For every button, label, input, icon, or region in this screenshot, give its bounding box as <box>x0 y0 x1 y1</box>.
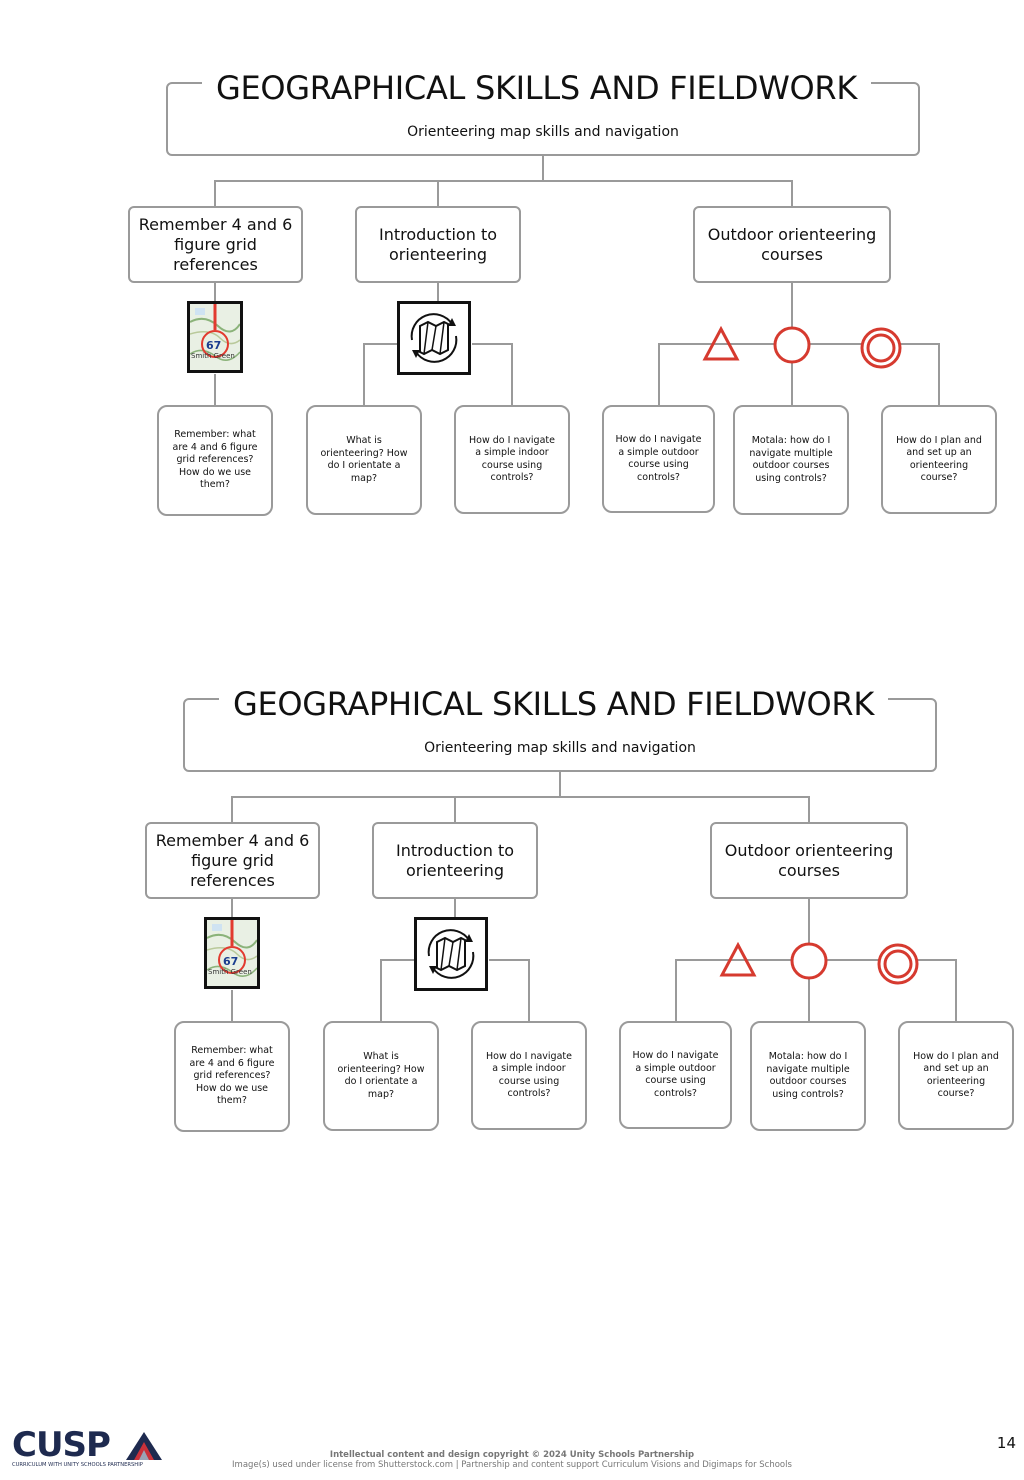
question-grid-references: Remember: what are 4 and 6 figure grid r… <box>174 1021 290 1132</box>
subtitle: Orienteering map skills and navigation <box>424 740 696 756</box>
topic-outdoor-courses: Outdoor orienteering courses <box>710 822 908 899</box>
hierarchy-diagram-1: Orienteering map skills and navigation G… <box>0 60 1024 530</box>
logo-tagline: CURRICULUM WITH UNITY SCHOOLS PARTNERSHI… <box>12 1462 143 1468</box>
map-icon: 67 Smith Green <box>187 301 243 373</box>
copyright-text: Intellectual content and design copyrigh… <box>329 1450 695 1460</box>
question-indoor-course: How do I navigate a simple indoor course… <box>454 405 570 514</box>
map-place-label: Smith Green <box>191 352 235 360</box>
triangle-control-icon <box>702 326 740 361</box>
main-title: GEOGRAPHICAL SKILLS AND FIELDWORK <box>219 684 889 724</box>
topic-introduction: Introduction to orienteering <box>355 206 521 283</box>
question-outdoor-course: How do I navigate a simple outdoor cours… <box>619 1021 732 1129</box>
orientation-map-icon <box>397 301 471 375</box>
question-motala-courses: Motala: how do I navigate multiple outdo… <box>750 1021 866 1131</box>
question-plan-course: How do I plan and and set up an orientee… <box>898 1021 1014 1130</box>
triangle-control-icon <box>719 942 757 977</box>
logo-wordmark: CUSP <box>12 1425 111 1465</box>
double-circle-control-icon <box>860 327 902 369</box>
topic-outdoor-courses: Outdoor orienteering courses <box>693 206 891 283</box>
page-number: 14 <box>996 1434 1016 1452</box>
question-motala-courses: Motala: how do I navigate multiple outdo… <box>733 405 849 515</box>
map-control-number: 67 <box>206 339 222 352</box>
topic-grid-references: Remember 4 and 6 figure grid references <box>128 206 303 283</box>
footer-copyright: Intellectual content and design copyrigh… <box>0 1450 1024 1461</box>
map-icon: 67 Smith Green <box>204 917 260 989</box>
question-what-is-orienteering: What is orienteering? How do I orientate… <box>323 1021 439 1131</box>
map-control-number: 67 <box>223 955 239 968</box>
hierarchy-diagram-2: Orienteering map skills and navigation G… <box>0 676 1024 1146</box>
topic-introduction: Introduction to orienteering <box>372 822 538 899</box>
footer-credits: Image(s) used under license from Shutter… <box>232 1460 792 1470</box>
cusp-logo: CUSP CURRICULUM WITH UNITY SCHOOLS PARTN… <box>12 1428 162 1472</box>
circle-control-icon <box>790 942 828 980</box>
circle-control-icon <box>773 326 811 364</box>
map-place-label: Smith Green <box>208 968 252 976</box>
subtitle: Orienteering map skills and navigation <box>407 124 679 140</box>
orientation-map-icon <box>414 917 488 991</box>
question-indoor-course: How do I navigate a simple indoor course… <box>471 1021 587 1130</box>
topic-grid-references: Remember 4 and 6 figure grid references <box>145 822 320 899</box>
question-plan-course: How do I plan and and set up an orientee… <box>881 405 997 514</box>
logo-triangle-icon <box>126 1432 162 1460</box>
question-what-is-orienteering: What is orienteering? How do I orientate… <box>306 405 422 515</box>
question-grid-references: Remember: what are 4 and 6 figure grid r… <box>157 405 273 516</box>
question-outdoor-course: How do I navigate a simple outdoor cours… <box>602 405 715 513</box>
double-circle-control-icon <box>877 943 919 985</box>
main-title: GEOGRAPHICAL SKILLS AND FIELDWORK <box>202 68 872 108</box>
